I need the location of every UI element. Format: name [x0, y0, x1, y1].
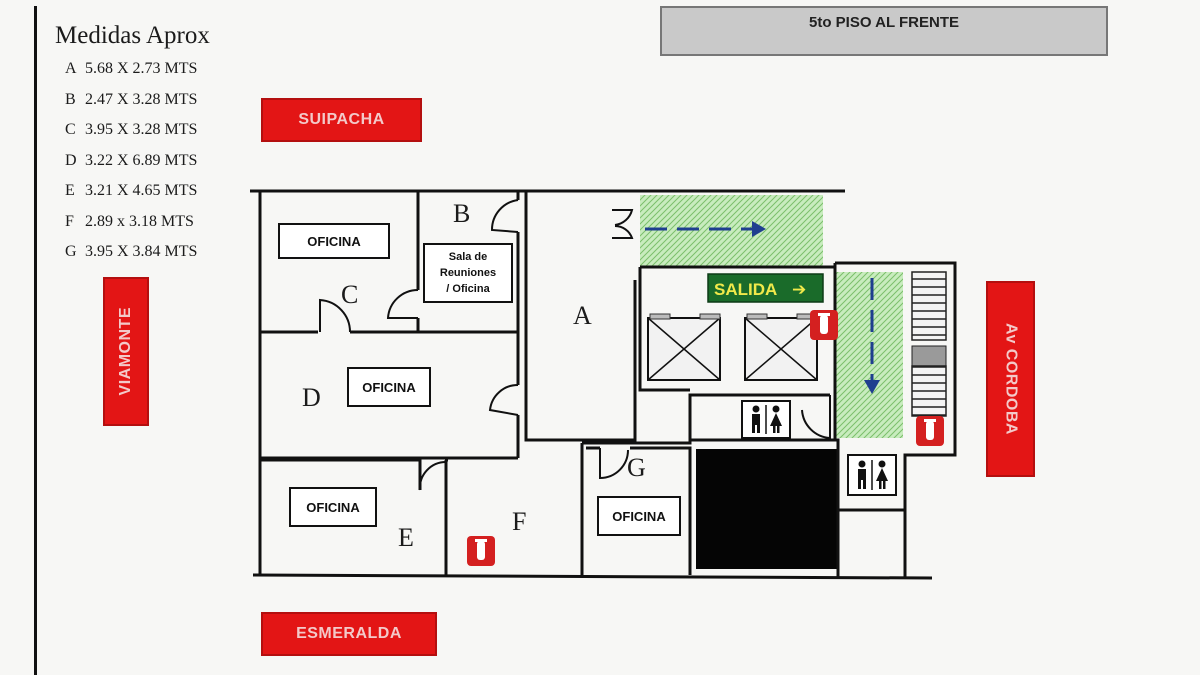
office-label-d: OFICINA	[347, 367, 431, 407]
arrow-head	[864, 380, 880, 394]
street-sign-bottom: ESMERALDA	[261, 612, 437, 656]
office-label-g: OFICINA	[597, 496, 681, 536]
legend-row: F 2.89 x 3.18 MTS	[55, 207, 210, 238]
restroom-icon	[847, 454, 897, 496]
room-letter-c: C	[341, 280, 358, 309]
legend-size: 3.21 X 4.65 MTS	[85, 182, 198, 200]
stairs-icon	[911, 365, 947, 417]
legend-row: D 3.22 X 6.89 MTS	[55, 146, 210, 177]
legend-letter: A	[65, 60, 77, 78]
legend-letter: B	[65, 90, 76, 108]
extinguisher-icon	[810, 310, 838, 340]
room-letter-d: D	[302, 383, 321, 412]
extinguisher-icon	[467, 536, 495, 566]
legend-letter: G	[65, 243, 77, 261]
street-sign-left: VIAMONTE	[103, 277, 149, 426]
legend-size: 3.95 X 3.28 MTS	[85, 121, 198, 139]
floor-title-box: 5to PISO AL FRENTE	[660, 6, 1108, 56]
extinguisher-icon	[916, 416, 944, 446]
meeting-room-label: Sala de Reuniones / Oficina	[423, 243, 513, 303]
legend-size: 5.68 X 2.73 MTS	[85, 60, 198, 78]
street-name-top: SUIPACHA	[298, 111, 385, 128]
legend-size: 3.95 X 3.84 MTS	[85, 243, 198, 261]
service-core	[696, 449, 838, 569]
street-sign-right: Av CORDOBA	[986, 281, 1035, 477]
legend-letter: F	[65, 212, 74, 230]
measurements-legend: Medidas Aprox A 5.68 X 2.73 MTS B 2.47 X 3…	[55, 22, 210, 268]
meeting-label-line2: Reuniones	[440, 267, 496, 279]
walls	[250, 189, 957, 580]
legend-size: 3.22 X 6.89 MTS	[85, 151, 198, 169]
legend-letter: D	[65, 151, 77, 169]
door-swings	[319, 199, 831, 491]
meeting-label-line1: Sala de	[449, 251, 488, 263]
meeting-label-line3: / Oficina	[446, 283, 490, 295]
street-name-right: Av CORDOBA	[1002, 323, 1020, 435]
exit-sign-arrow: ➔	[792, 280, 806, 300]
arrow-head	[752, 221, 766, 237]
room-letter-b: B	[453, 199, 470, 228]
exit-sign: SALIDA ➔	[707, 273, 824, 303]
legend-title: Medidas Aprox	[55, 22, 210, 49]
legend-letter: C	[65, 121, 76, 139]
street-name-bottom: ESMERALDA	[296, 625, 402, 642]
street-sign-top: SUIPACHA	[261, 98, 422, 142]
office-label-text: OFICINA	[612, 509, 666, 524]
exit-route-zone	[835, 272, 903, 438]
office-label-text: OFICINA	[307, 234, 361, 249]
exit-sign-label: SALIDA	[714, 280, 777, 299]
exit-route-zone	[640, 195, 823, 267]
office-label-text: OFICINA	[362, 380, 416, 395]
floor-title: 5to PISO AL FRENTE	[808, 14, 959, 31]
stairs-landing	[911, 345, 947, 367]
legend-size: 2.47 X 3.28 MTS	[85, 90, 198, 108]
office-label-c: OFICINA	[278, 223, 390, 259]
room-letter-g: G	[627, 453, 646, 482]
stairs-icon	[911, 271, 947, 341]
office-label-text: OFICINA	[306, 500, 360, 515]
legend-row: A 5.68 X 2.73 MTS	[55, 54, 210, 85]
room-letter-a: A	[573, 301, 592, 330]
legend-row: G 3.95 X 3.84 MTS	[55, 237, 210, 268]
page-left-border	[34, 6, 37, 675]
legend-size: 2.89 x 3.18 MTS	[85, 212, 194, 230]
room-letter-f: F	[512, 507, 526, 536]
legend-row: C 3.95 X 3.28 MTS	[55, 115, 210, 146]
legend-letter: E	[65, 182, 75, 200]
legend-row: E 3.21 X 4.65 MTS	[55, 176, 210, 207]
restroom-icon	[741, 400, 791, 439]
elevator-icon	[647, 313, 721, 381]
elevator-icon	[744, 313, 818, 381]
office-label-e: OFICINA	[289, 487, 377, 527]
room-letter-e: E	[398, 523, 414, 552]
legend-row: B 2.47 X 3.28 MTS	[55, 85, 210, 116]
